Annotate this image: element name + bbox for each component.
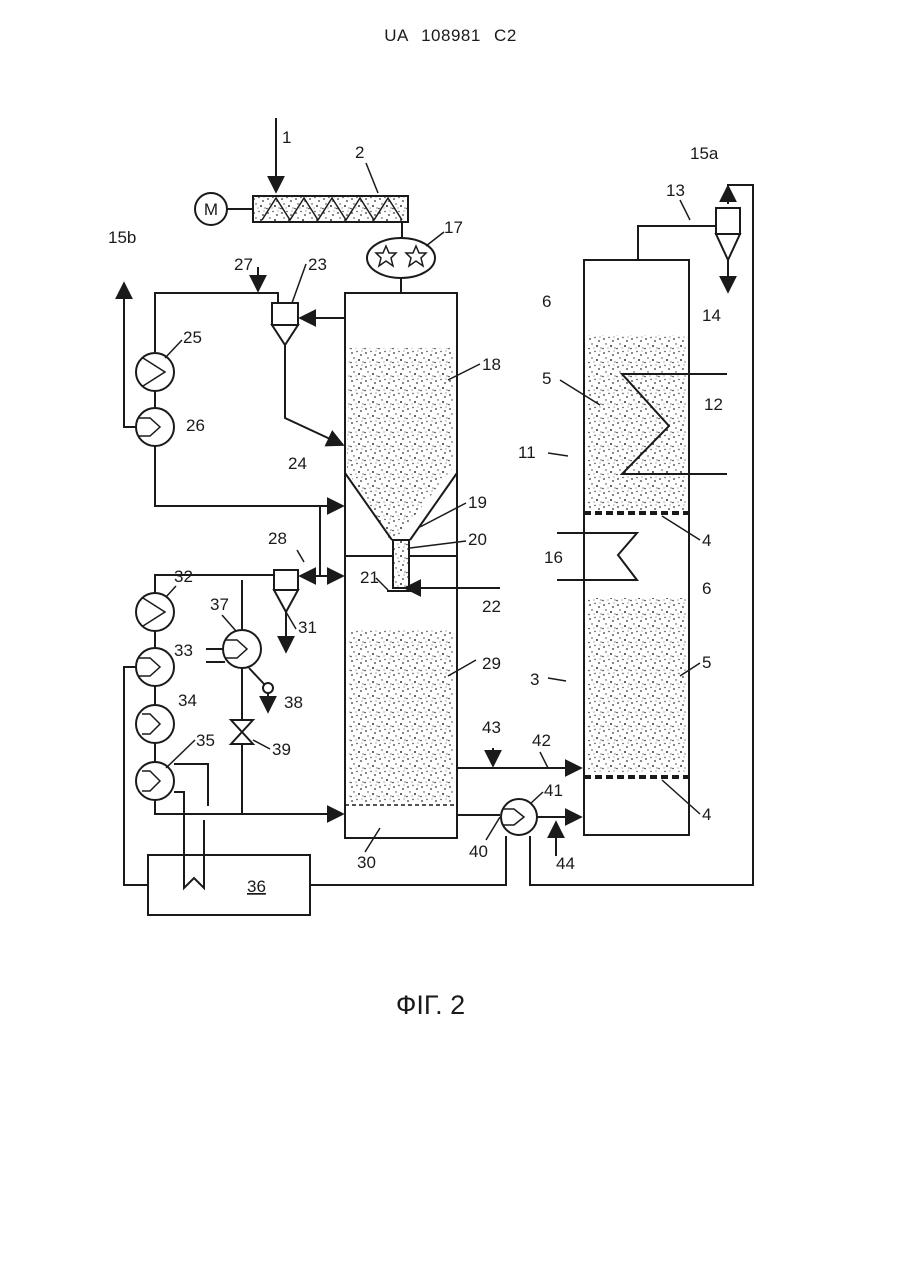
label-13: 13 [666,181,685,200]
label-21: 21 [360,568,379,587]
label-27: 27 [234,255,253,274]
label-6-lower: 6 [702,579,711,598]
label-20: 20 [468,530,487,549]
valve-39 [231,720,253,744]
condensate-line [249,668,264,684]
label-36: 36 [247,877,266,896]
label-38: 38 [284,693,303,712]
stream-24 [285,345,343,445]
blower-25 [136,353,174,391]
label-41: 41 [544,781,563,800]
condensate-drain [263,683,273,693]
label-4-lower: 4 [702,805,711,824]
label-32: 32 [174,567,193,586]
label-28: 28 [268,529,287,548]
label-11: 11 [518,443,536,462]
leader-23 [292,264,306,303]
leader-40 [486,817,500,840]
label-42: 42 [532,731,551,750]
label-5-upper: 5 [542,369,551,388]
label-3: 3 [530,670,539,689]
label-26: 26 [186,416,205,435]
figure-caption: ФІГ. 2 [0,990,861,1021]
leader-17 [426,232,444,246]
label-2: 2 [355,143,364,162]
label-23: 23 [308,255,327,274]
standpipe-20 [393,540,409,588]
heat-exchanger-33 [136,648,174,686]
label-14: 14 [702,306,721,325]
label-12: 12 [704,395,723,414]
cyclone-14-cone [716,234,740,260]
cyclone-23-cone [272,325,298,345]
cyclone-14-body [716,208,740,234]
leader-28 [297,550,304,562]
leader-13 [680,200,690,220]
leader-11 [548,453,568,456]
label-15b: 15b [108,228,136,247]
leader-41 [530,792,543,804]
leader-31 [286,612,296,629]
label-22: 22 [482,597,501,616]
label-39: 39 [272,740,291,759]
label-31: 31 [298,618,317,637]
heat-exchanger-37 [223,630,261,668]
label-24: 24 [288,454,307,473]
label-33: 33 [174,641,193,660]
gas-loop-top [155,293,278,352]
recycle-to-reactor [155,446,343,506]
label-17: 17 [444,218,463,237]
leader-3 [548,678,566,681]
label-19: 19 [468,493,487,512]
rotary-valve-17 [367,238,435,278]
blower-32 [136,593,174,631]
label-40: 40 [469,842,488,861]
label-5-lower: 5 [702,653,711,672]
motor-label: M [204,200,218,219]
lower-bed-5 [588,598,686,772]
leader-37 [222,615,236,631]
leader-25 [165,340,182,358]
stream-15b [124,283,136,427]
label-30: 30 [357,853,376,872]
label-37: 37 [210,595,229,614]
lower-bed-29 [349,630,453,802]
heat-exchanger-41 [501,799,537,835]
label-35: 35 [196,731,215,750]
cyclone-31-cone [274,590,298,612]
heat-exchanger-34 [136,705,174,743]
hx-35-to-furnace [174,764,208,806]
leader-2 [366,163,378,193]
label-43: 43 [482,718,501,737]
leader-42 [540,752,548,768]
label-1: 1 [282,128,291,147]
hx-35-return [174,792,184,820]
cyclone-31-body [274,570,298,590]
leader-39 [253,740,270,749]
furnace-36 [148,855,310,915]
label-44: 44 [556,854,575,873]
heat-exchanger-35 [136,762,174,800]
label-29: 29 [482,654,501,673]
upper-bed-5 [588,335,686,510]
leader-32 [166,586,176,597]
gas-outlet-13 [638,226,716,260]
label-16: 16 [544,548,563,567]
label-18: 18 [482,355,501,374]
label-6-upper: 6 [542,292,551,311]
label-4-upper: 4 [702,531,711,550]
gas-loop-lower-top [155,575,274,594]
label-15a: 15a [690,144,719,163]
label-25: 25 [183,328,202,347]
heat-exchanger-26 [136,408,174,446]
label-34: 34 [178,691,197,710]
cyclone-23-body [272,303,298,325]
